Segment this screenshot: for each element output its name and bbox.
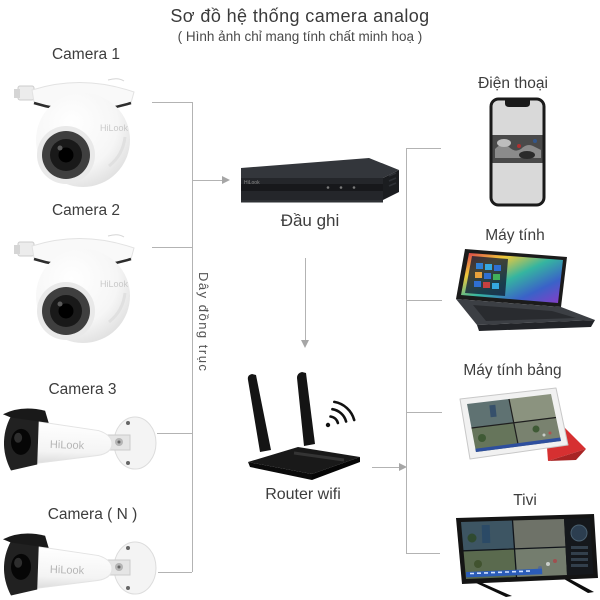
page-title: Sơ đồ hệ thống camera analog [170,6,430,26]
cable-to-dvr [192,180,222,181]
cable-laptop [406,300,442,301]
camera3-bullet-image: HiLook [2,408,157,471]
hilook-logo-text: HiLook [100,279,129,289]
arrow-to-dvr-icon [222,176,230,184]
cable-camera3 [157,433,192,434]
phone-image [489,97,546,207]
cable-camera1 [152,102,192,103]
hilook-logo-text: HiLook [50,439,85,452]
tv-toolbar [466,568,543,578]
cable-camera2 [152,247,192,248]
tablet-image [459,387,586,461]
dvr-led [352,186,356,189]
tv-leg [564,578,594,593]
router-antenna [247,374,271,452]
hilook-logo-text: HiLook [50,564,85,577]
cable-tablet [406,412,442,413]
start-menu-tiles [474,263,501,289]
tv-label: Tivi [513,492,537,509]
cable-tv [406,553,440,554]
dvr-label: Đầu ghi [280,211,340,230]
phone-label: Điện thoại [478,75,548,92]
router-to-bus-line [372,467,400,468]
right-bus-line [406,148,407,553]
tv-leg [476,582,512,597]
left-bus-line [192,102,193,572]
laptop-image [456,249,595,331]
dvr-led [339,186,343,189]
camera2-dome-image: HiLook [14,234,135,343]
wifi-signal-icon [329,400,356,425]
coax-cable-label: Dây đồng trục [196,272,211,373]
router-antenna [297,372,315,446]
tv-image [456,514,598,597]
tablet-screen [467,394,561,452]
dvr-to-router-line [305,258,306,340]
cameraN-bullet-image: HiLook [2,533,157,596]
camera3-label: Camera 3 [48,381,117,398]
cameraN-label: Camera ( N ) [47,506,138,523]
router-image [247,372,360,480]
camera1-label: Camera 1 [51,46,121,63]
laptop-label: Máy tính [485,227,545,244]
camera-bracket [17,85,35,101]
camera2-label: Camera 2 [51,202,121,219]
tv-screen [461,519,567,579]
hilook-logo-text: HiLook [244,180,260,186]
cable-cameraN [158,572,192,573]
hilook-logo-text: HiLook [100,123,129,133]
camera1-dome-image: HiLook [14,78,135,187]
cable-phone [406,148,441,149]
arrow-to-router-icon [301,340,309,348]
dvr-image: HiLook [241,158,399,203]
router-label: Router wifi [265,486,341,503]
page-subtitle: ( Hình ảnh chỉ mang tính chất minh hoạ ) [177,29,423,44]
arrow-to-clients-icon [399,463,407,471]
dvr-led [326,186,330,189]
phone-notch [505,100,530,107]
tablet-label: Máy tính bảng [463,362,562,379]
